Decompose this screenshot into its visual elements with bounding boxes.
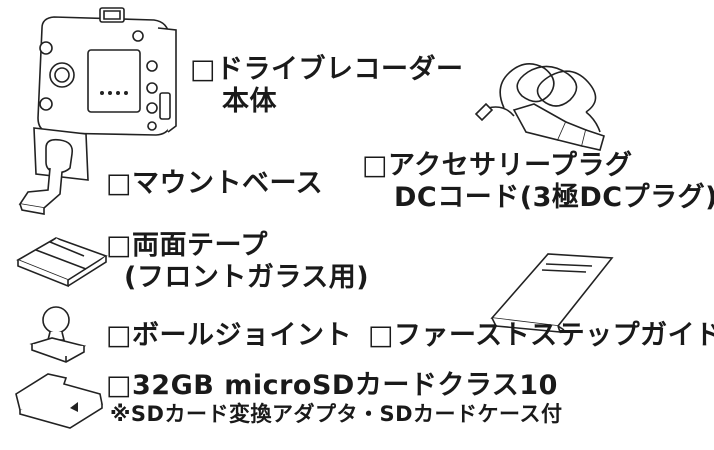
ball-joint-label: □ボールジョイント (106, 320, 352, 352)
sd-card-label-line2: ※SDカード変換アダプタ・SDカードケース付 (110, 401, 563, 426)
sd-card-label-line1: □32GB microSDカードクラス10 (106, 370, 558, 401)
recorder-label: □ドライブレコーダー 本体 (190, 54, 464, 118)
tape-label-line1: □両面テープ (106, 230, 268, 261)
guide-booklet-illustration (488, 244, 618, 334)
accessory-plug-label: □アクセサリープラグ DCコード(3極DCプラグ) (362, 150, 714, 214)
mount-base-label-line1: □マウントベース (106, 168, 324, 199)
accessory-plug-label-line1: □アクセサリープラグ (362, 150, 633, 181)
dc-cord-illustration (474, 46, 624, 156)
dashcam-illustration (28, 8, 178, 148)
tape-label: □両面テープ (フロントガラス用) (106, 230, 369, 294)
ball-joint-label-line1: □ボールジョイント (106, 320, 353, 351)
mount-base-illustration (16, 124, 96, 214)
sd-card-label: □32GB microSDカードクラス10 ※SDカード変換アダプタ・SDカード… (106, 370, 562, 427)
first-step-guide-label-line1: □ファーストステップガイド (368, 320, 714, 351)
first-step-guide-label: □ファーストステップガイド (368, 320, 714, 352)
tape-label-line2: (フロントガラス用) (124, 261, 370, 293)
microsd-card-illustration (12, 370, 112, 430)
recorder-label-line1: □ドライブレコーダー (190, 54, 464, 85)
ball-joint-illustration (26, 304, 96, 364)
recorder-label-line2: 本体 (222, 85, 277, 117)
accessory-plug-label-line2: DCコード(3極DCプラグ) (394, 181, 714, 213)
mount-base-label: □マウントベース (106, 168, 323, 200)
tape-illustration (14, 234, 114, 294)
